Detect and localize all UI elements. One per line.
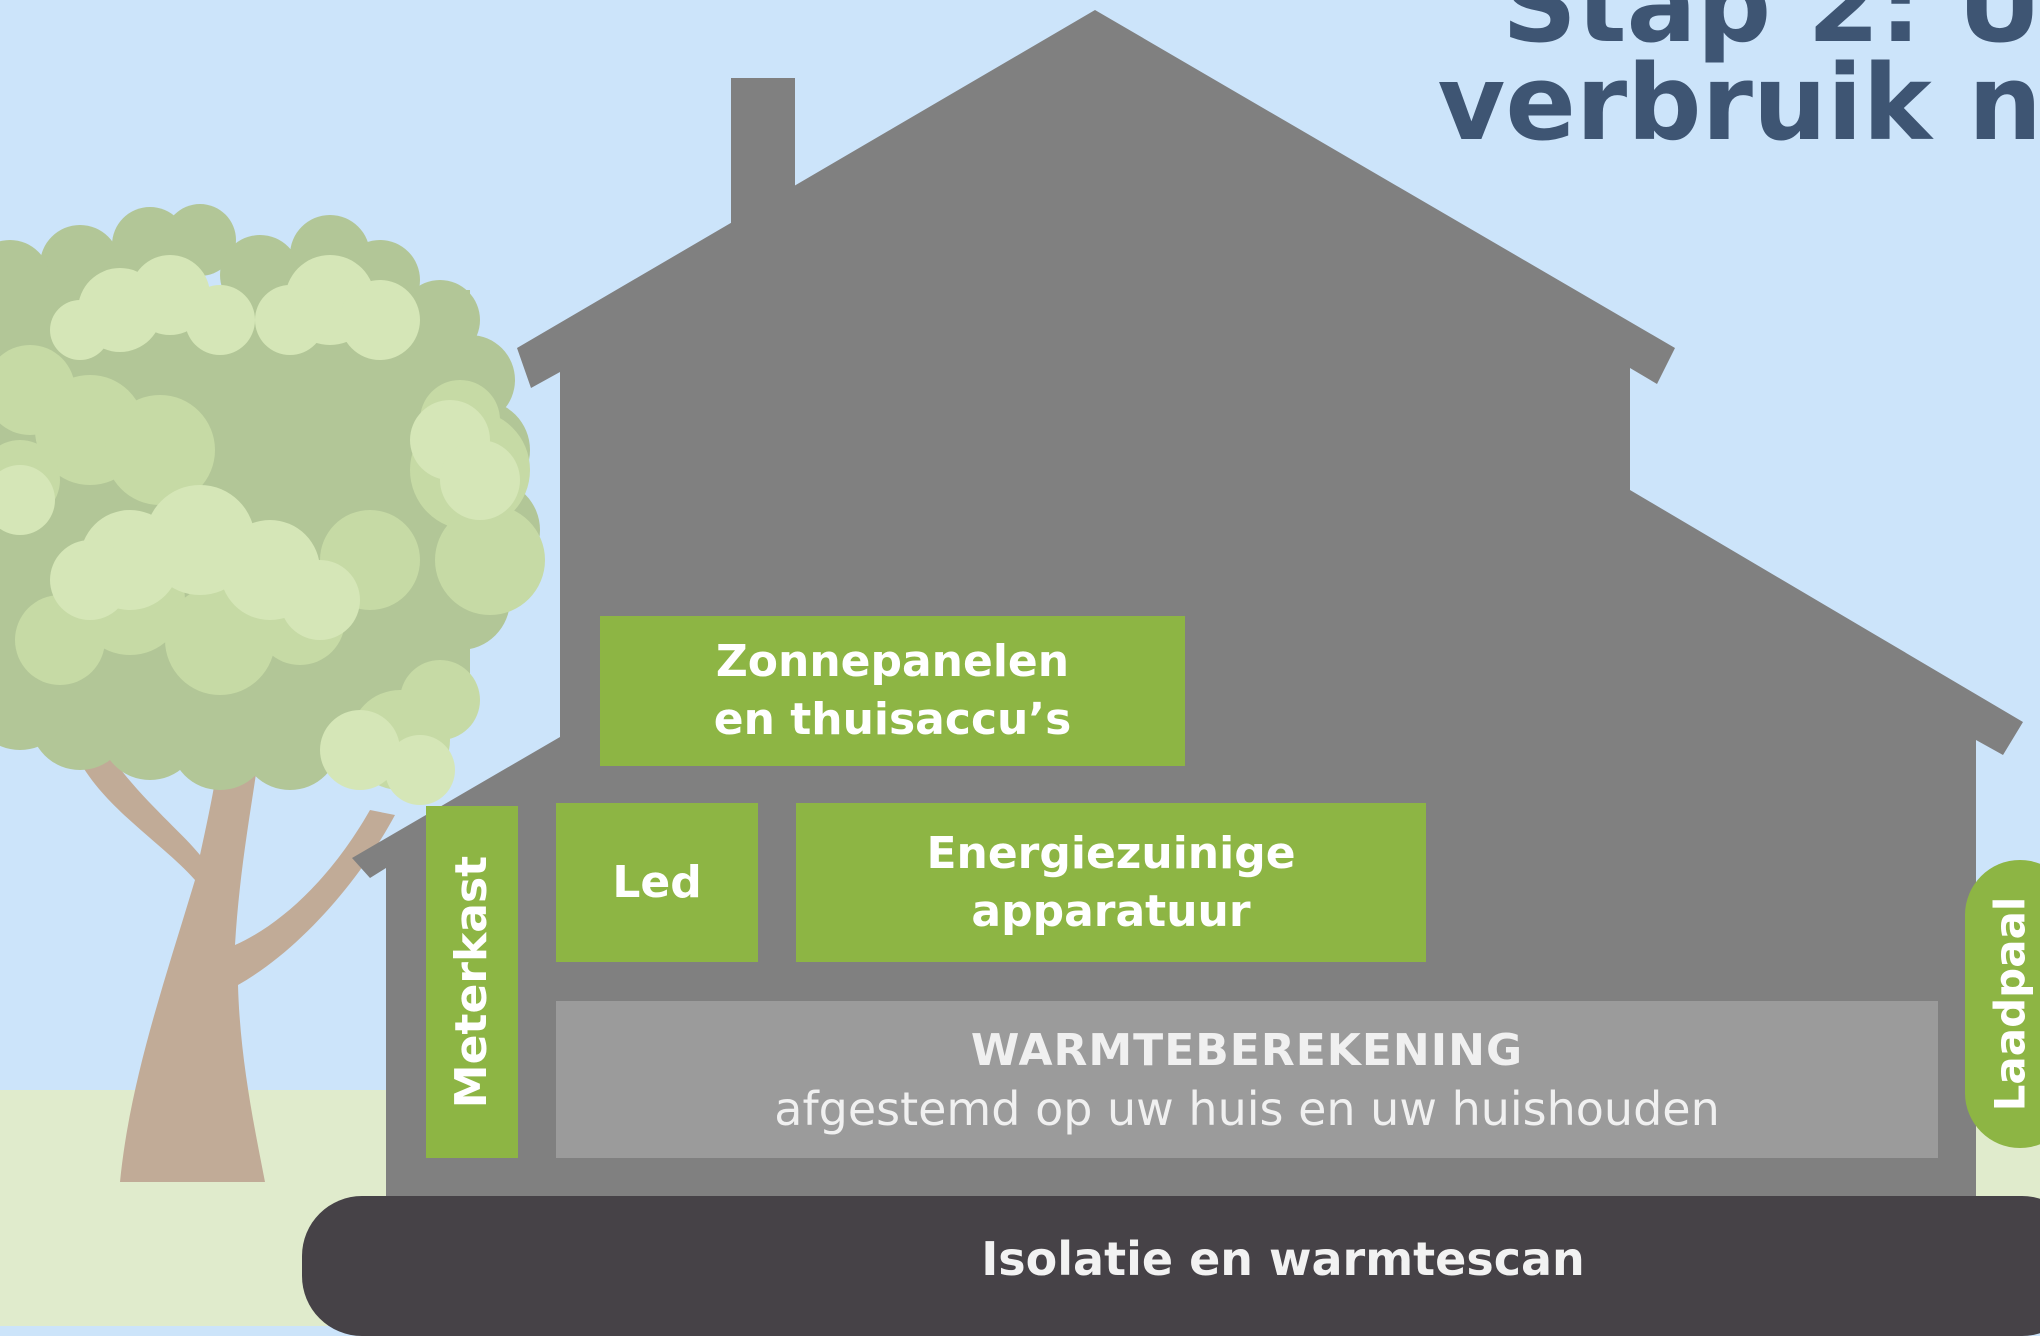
block-energiezuinige-apparatuur: Energiezuinige apparatuur bbox=[796, 803, 1426, 962]
block-meterkast: Meterkast bbox=[426, 806, 518, 1158]
title-line-2: verbruik n bbox=[1437, 42, 2040, 164]
block-warmteberekening: WARMTEBEREKENING afgestemd op uw huis en… bbox=[556, 1001, 1938, 1158]
isolatie-label: Isolatie en warmtescan bbox=[981, 1232, 1585, 1286]
apparatuur-label-line-2: apparatuur bbox=[971, 885, 1251, 937]
apparatuur-label-line-1: Energiezuinige bbox=[926, 827, 1296, 879]
zonnepanelen-label-line-1: Zonnepanelen bbox=[715, 636, 1070, 687]
meterkast-label: Meterkast bbox=[446, 855, 498, 1109]
house-silhouette bbox=[352, 10, 2023, 1196]
block-led: Led bbox=[556, 803, 758, 962]
led-label: Led bbox=[612, 856, 702, 908]
block-laadpaal: Laadpaal bbox=[1965, 860, 2040, 1148]
warmteberekening-title: WARMTEBEREKENING bbox=[970, 1024, 1524, 1076]
warmteberekening-subtitle: afgestemd op uw huis en uw huishouden bbox=[774, 1081, 1720, 1136]
tree-canopy bbox=[0, 204, 545, 805]
laadpaal-label: Laadpaal bbox=[1985, 896, 2034, 1112]
block-zonnepanelen: Zonnepanelen en thuisaccu’s bbox=[600, 616, 1185, 766]
title-line-1: Stap 2: U bbox=[1501, 0, 2040, 66]
tree-trunk bbox=[70, 730, 395, 1182]
block-isolatie-foundation: Isolatie en warmtescan bbox=[302, 1196, 2040, 1336]
page-title: Stap 2: U verbruik n bbox=[1437, 0, 2040, 164]
zonnepanelen-label-line-2: en thuisaccu’s bbox=[713, 694, 1072, 745]
